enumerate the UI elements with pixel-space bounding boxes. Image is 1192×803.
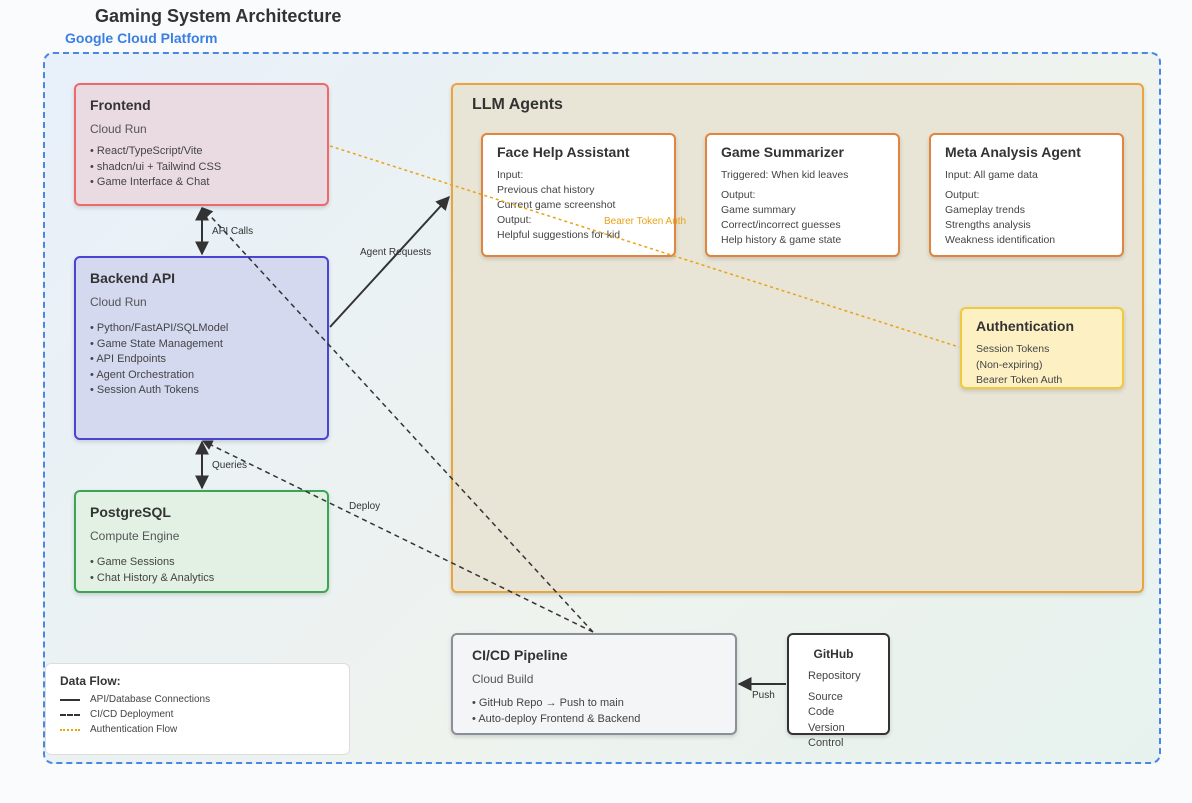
backend-title: Backend API xyxy=(90,270,176,286)
game-summarizer-node[interactable]: Game Summarizer Triggered: When kid leav… xyxy=(705,133,900,257)
cicd-pipeline-node[interactable]: CI/CD Pipeline Cloud Build GitHub Repo →… xyxy=(451,633,737,735)
frontend-service: Cloud Run xyxy=(90,122,147,136)
summarizer-output-item: Correct/incorrect guesses xyxy=(721,219,841,231)
summarizer-output-item: Game summary xyxy=(721,204,796,216)
meta-output-item: Gameplay trends xyxy=(945,204,1025,216)
legend-item-dashed: CI/CD Deployment xyxy=(60,707,335,722)
postgres-service: Compute Engine xyxy=(90,529,180,543)
github-line: Source Code xyxy=(808,690,843,719)
cicd-item: GitHub Repo → Push to main xyxy=(472,696,716,712)
frontend-item: React/TypeScript/Vite xyxy=(90,144,313,160)
summarizer-title: Game Summarizer xyxy=(721,144,844,160)
face-help-input-label: Input: xyxy=(497,169,524,181)
face-help-input-item: Current game screenshot xyxy=(497,199,616,211)
legend-label: Authentication Flow xyxy=(90,724,178,735)
llm-agents-title: LLM Agents xyxy=(472,96,563,113)
auth-line: Session Tokens xyxy=(976,343,1050,355)
edge-deploy-backend xyxy=(202,440,594,633)
face-help-input-item: Previous chat history xyxy=(497,184,595,196)
github-title: GitHub xyxy=(813,647,854,661)
postgres-title: PostgreSQL xyxy=(90,504,171,520)
platform-label: Google Cloud Platform xyxy=(65,30,218,46)
cicd-item: Auto-deploy Frontend & Backend xyxy=(472,712,716,728)
label-bearer-token: Bearer Token Auth xyxy=(604,216,687,227)
github-line: Repository xyxy=(808,670,861,682)
legend-label: API/Database Connections xyxy=(90,694,211,705)
auth-line: Bearer Token Auth xyxy=(976,374,1063,386)
label-push: Push xyxy=(752,690,775,701)
postgres-item: Game Sessions xyxy=(90,555,313,571)
legend-item-dotted: Authentication Flow xyxy=(60,722,335,737)
diagram-title: Gaming System Architecture xyxy=(95,6,342,26)
meta-analysis-agent-node[interactable]: Meta Analysis Agent Input: All game data… xyxy=(929,133,1124,257)
summarizer-output-label: Output: xyxy=(721,189,756,201)
frontend-node[interactable]: Frontend Cloud Run React/TypeScript/Vite… xyxy=(74,83,329,206)
face-help-assistant-node[interactable]: Face Help Assistant Input: Previous chat… xyxy=(481,133,676,257)
backend-item: Python/FastAPI/SQLModel xyxy=(90,321,313,337)
legend-swatch-solid xyxy=(60,698,80,701)
github-line: Version Control xyxy=(808,721,845,750)
edge-backend-llm xyxy=(329,195,450,328)
legend-item-solid: API/Database Connections xyxy=(60,692,335,707)
legend: Data Flow: API/Database Connections CI/C… xyxy=(45,663,350,755)
legend-label: CI/CD Deployment xyxy=(90,709,174,720)
github-node[interactable]: GitHub Repository Source Code Version Co… xyxy=(787,633,890,749)
meta-output-item: Strengths analysis xyxy=(945,219,1031,231)
postgresql-node[interactable]: PostgreSQL Compute Engine Game Sessions … xyxy=(74,490,329,593)
edge-deploy-frontend xyxy=(202,207,594,633)
frontend-item: shadcn/ui + Tailwind CSS xyxy=(90,160,313,176)
face-help-output-label: Output: xyxy=(497,214,532,226)
cicd-service: Cloud Build xyxy=(472,672,534,686)
backend-item: Agent Orchestration xyxy=(90,368,313,384)
label-agent-requests: Agent Requests xyxy=(360,247,432,258)
meta-output-item: Weakness identification xyxy=(945,234,1056,246)
auth-line: (Non-expiring) xyxy=(976,358,1043,371)
legend-title: Data Flow: xyxy=(60,674,121,688)
frontend-item: Game Interface & Chat xyxy=(90,175,313,191)
meta-input: Input: All game data xyxy=(945,169,1038,181)
summarizer-output-item: Help history & game state xyxy=(721,234,842,246)
backend-service: Cloud Run xyxy=(90,295,147,309)
face-help-title: Face Help Assistant xyxy=(497,144,630,160)
auth-title: Authentication xyxy=(976,318,1074,334)
backend-item: Game State Management xyxy=(90,337,313,353)
label-api-calls: API Calls xyxy=(212,226,254,237)
cicd-title: CI/CD Pipeline xyxy=(472,647,568,663)
label-queries: Queries xyxy=(212,460,248,471)
postgres-item: Chat History & Analytics xyxy=(90,571,313,587)
legend-swatch-dotted xyxy=(60,728,80,731)
legend-swatch-dashed xyxy=(60,713,80,716)
backend-item: API Endpoints xyxy=(90,352,313,368)
label-deploy: Deploy xyxy=(349,501,381,512)
summarizer-trigger: Triggered: When kid leaves xyxy=(721,169,849,181)
backend-api-node[interactable]: Backend API Cloud Run Python/FastAPI/SQL… xyxy=(74,256,329,440)
backend-item: Session Auth Tokens xyxy=(90,383,313,399)
meta-title: Meta Analysis Agent xyxy=(945,144,1081,160)
frontend-title: Frontend xyxy=(90,97,151,113)
authentication-node[interactable]: Authentication Session Tokens (Non-expir… xyxy=(960,307,1124,389)
edge-auth-flow xyxy=(329,145,960,348)
meta-output-label: Output: xyxy=(945,189,980,201)
face-help-output-item: Helpful suggestions for kid xyxy=(497,229,621,241)
